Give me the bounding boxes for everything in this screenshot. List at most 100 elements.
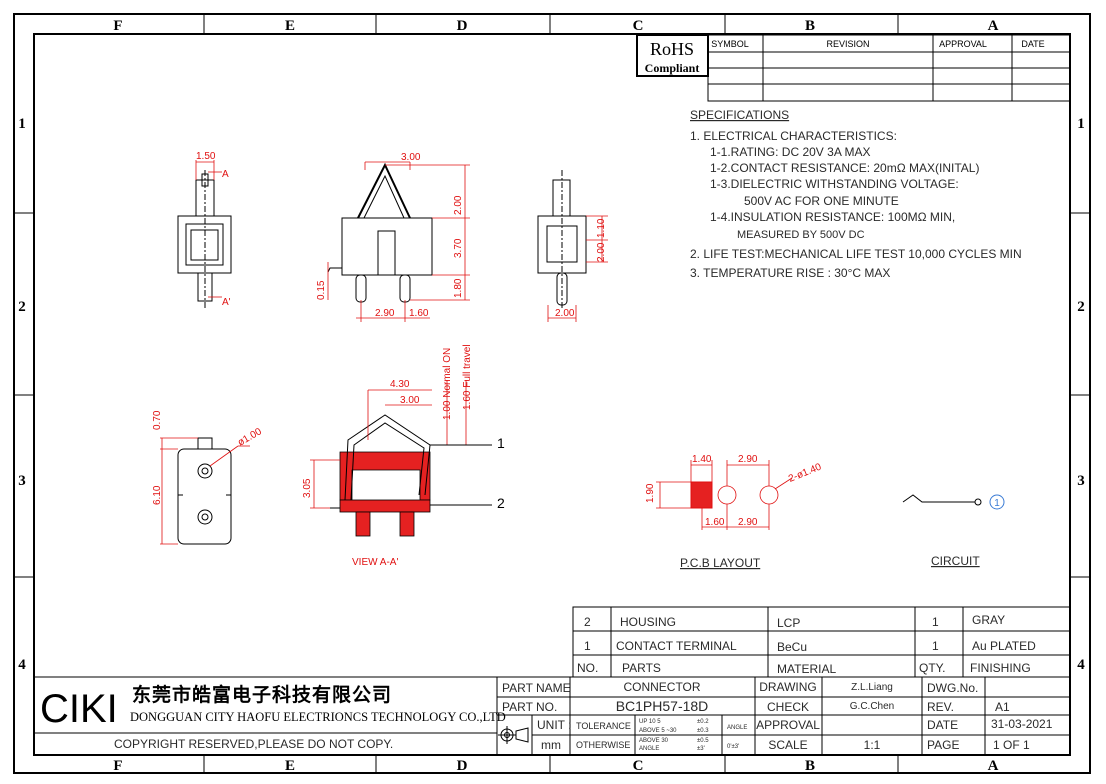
spec-line: 1-2.CONTACT RESISTANCE: 20mΩ MAX(INITAL) — [710, 161, 979, 175]
col-label: C — [633, 18, 644, 34]
col-label: A — [988, 758, 999, 774]
pcb-dim-1-60: 1.60 — [705, 517, 725, 528]
pcb-layout: 1.40 2.90 2-ø1.40 1.90 1.60 2.90 P.C.B L… — [645, 454, 823, 570]
row-label: 2 — [18, 299, 26, 315]
row-label: 4 — [1077, 657, 1085, 673]
col-label: F — [113, 18, 122, 34]
col-label: E — [285, 758, 295, 774]
bottom-view: 0.70 6.10 ø1.00 — [152, 410, 264, 545]
rev-header: SYMBOL — [711, 39, 749, 49]
pcb-layout-label: P.C.B LAYOUT — [680, 556, 761, 570]
revision-table — [707, 34, 1071, 102]
callout-1: 1 — [497, 435, 505, 451]
company-logo: CIKI — [40, 687, 118, 731]
unit-label: UNIT : — [537, 718, 571, 732]
dim-3-05: 3.05 — [302, 478, 313, 498]
zone-ticks — [14, 14, 1090, 773]
rev-header: DATE — [1021, 39, 1044, 49]
tol-value: ±0.3 — [697, 728, 709, 734]
pcb-dim-2-90: 2.90 — [738, 454, 758, 465]
section-mark-a-prime: A' — [222, 297, 231, 308]
row-label: 3 — [18, 473, 26, 489]
section-view: 4.30 3.00 1.00 Normal ON 1.60 Full trave… — [302, 344, 505, 568]
dim-1-60: 1.60 — [409, 308, 429, 319]
tol-value: ±0.2 — [697, 719, 709, 725]
spec-line: 1-4.INSULATION RESISTANCE: 100MΩ MIN, — [710, 210, 955, 224]
dim-1-50: 1.50 — [196, 151, 216, 162]
rohs-subtitle: Compliant — [645, 61, 700, 75]
part-qty: 1 — [932, 639, 939, 653]
rohs-title: RoHS — [650, 39, 694, 59]
dim-1-80: 1.80 — [453, 278, 464, 298]
col-label: D — [457, 18, 468, 34]
part-no-label: PART NO. — [502, 700, 557, 714]
right-view: 1.10 2.00 2.00 — [537, 170, 608, 322]
zone-labels: F E D C B A F E D C B A 1 2 3 4 1 2 3 4 — [18, 18, 1085, 774]
pcb-dim-2-90b: 2.90 — [738, 517, 758, 528]
spec-line: MEASURED BY 500V DC — [737, 229, 865, 241]
circuit: 1 CIRCUIT — [902, 494, 1005, 568]
parts-header-no: NO. — [577, 661, 598, 675]
tolerance-label: TOLERANCE — [576, 721, 631, 731]
dim-full-travel: 1.60 Full travel — [462, 344, 473, 410]
parts-header-part: PARTS — [622, 661, 661, 675]
circuit-pin: 1 — [994, 498, 1000, 509]
otherwise-label: OTHERWISE — [576, 740, 630, 750]
dim-normal-on: 1.00 Normal ON — [442, 348, 453, 420]
dim-2-00-vertical: 2.00 — [596, 242, 607, 262]
col-label: F — [113, 758, 122, 774]
check-value: G.C.Chen — [850, 701, 894, 712]
pcb-dim-1-40: 1.40 — [692, 454, 712, 465]
dim-2-00: 2.00 — [453, 195, 464, 215]
part-qty: 1 — [932, 615, 939, 629]
unit-value: mm — [541, 738, 561, 752]
company-name-cn: 东莞市皓富电子科技有限公司 — [132, 683, 392, 706]
tol-value: ±0.5 — [697, 738, 709, 744]
spec-line: 1. ELECTRICAL CHARACTERISTICS: — [690, 129, 897, 143]
tol-range: UP 10 5 — [639, 719, 661, 725]
date-value: 31-03-2021 — [991, 717, 1053, 731]
spec-line: 500V AC FOR ONE MINUTE — [744, 194, 899, 208]
row-label: 1 — [18, 116, 26, 132]
dim-1-10: 1.10 — [596, 218, 607, 238]
pcb-dim-hole: 2-ø1.40 — [787, 462, 823, 485]
row-label: 1 — [1077, 116, 1085, 132]
section-view-label: VIEW A-A' — [352, 557, 398, 568]
col-label: D — [457, 758, 468, 774]
dim-4-30: 4.30 — [390, 379, 410, 390]
rev-label: REV. — [927, 700, 954, 714]
parts-header-qty: QTY. — [919, 661, 945, 675]
part-material: LCP — [777, 616, 800, 630]
pcb-dim-1-90: 1.90 — [645, 483, 656, 503]
dim-3-70: 3.70 — [453, 238, 464, 258]
part-material: BeCu — [777, 640, 807, 654]
col-label: B — [805, 18, 815, 34]
page-label: PAGE — [927, 738, 959, 752]
outer-border — [13, 13, 1091, 774]
col-label: A — [988, 18, 999, 34]
spec-line: 3. TEMPERATURE RISE : 30°C MAX — [690, 266, 890, 280]
angle-label: ANGLE — [727, 725, 747, 731]
row-label: 4 — [18, 657, 26, 673]
specifications: SPECIFICATIONS 1. ELECTRICAL CHARACTERIS… — [690, 108, 1022, 280]
dim-0-15: 0.15 — [316, 280, 327, 300]
dim-2-90: 2.90 — [375, 308, 395, 319]
dim-0-70: 0.70 — [152, 410, 163, 430]
dim-2-00: 2.00 — [555, 308, 575, 319]
dim-3-00: 3.00 — [400, 395, 420, 406]
row-label: 3 — [1077, 473, 1085, 489]
part-no: 1 — [584, 639, 591, 653]
copyright-notice: COPYRIGHT RESERVED,PLEASE DO NOT COPY. — [114, 737, 393, 751]
drawing-value: Z.L.Liang — [851, 682, 893, 693]
part-name: CONTACT TERMINAL — [616, 639, 737, 653]
col-label: C — [633, 758, 644, 774]
scale-value: 1:1 — [864, 738, 881, 752]
angle-value: 0'±3' — [727, 744, 739, 750]
approval-label: APPROVAL — [756, 718, 820, 732]
title-block — [34, 676, 1070, 755]
rev-value: A1 — [995, 700, 1010, 714]
callout-2: 2 — [497, 495, 505, 511]
part-name-value: CONNECTOR — [623, 680, 700, 694]
scale-label: SCALE — [768, 738, 807, 752]
